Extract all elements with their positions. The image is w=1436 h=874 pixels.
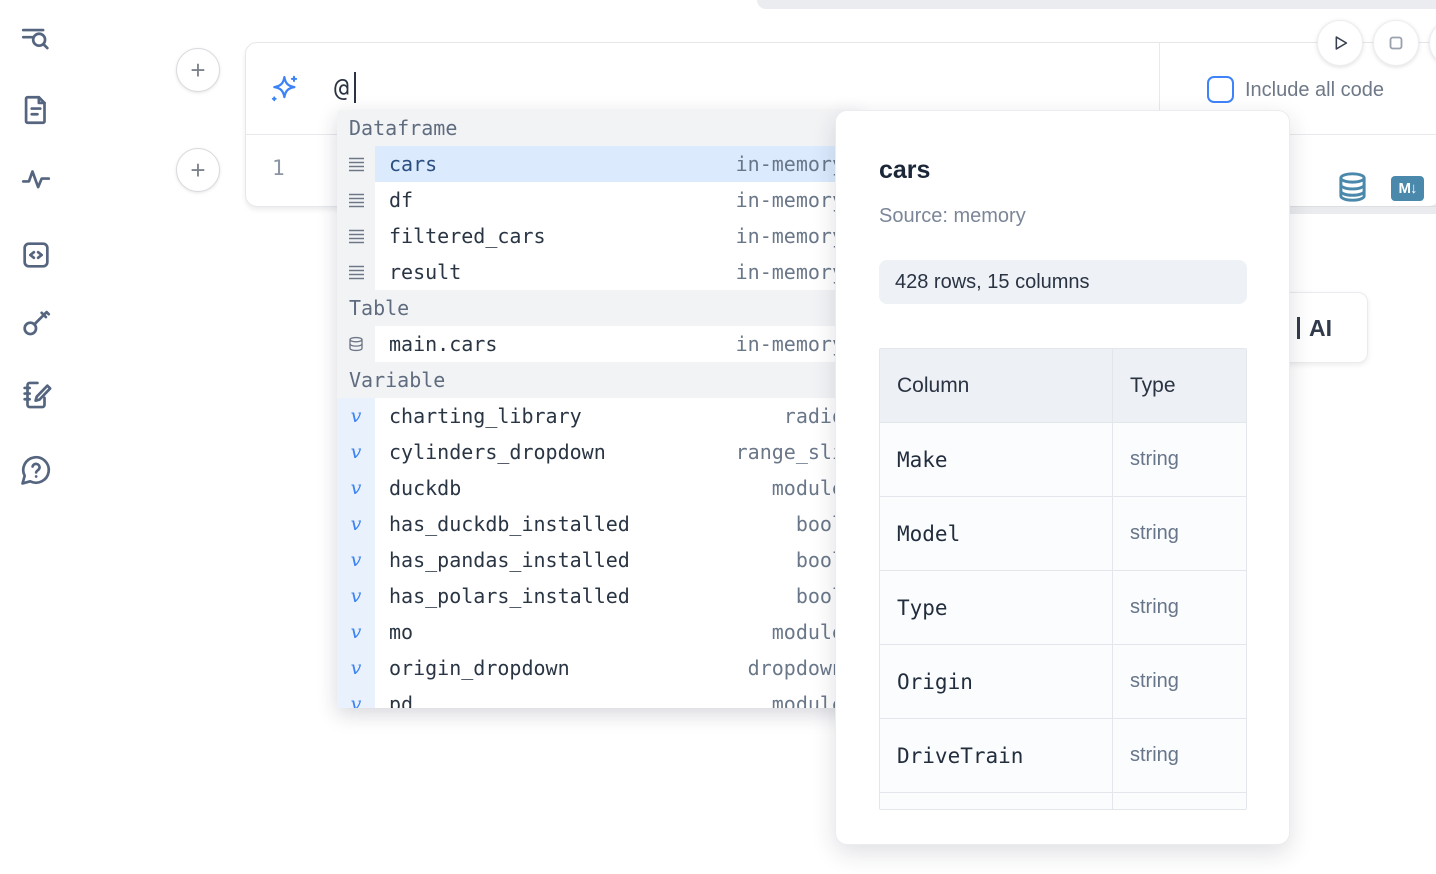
variable-icon: v [337,578,375,614]
activity-icon[interactable] [19,163,53,197]
table-row: Type string [880,571,1246,645]
document-icon[interactable] [19,93,53,127]
table-row: Origin string [880,645,1246,719]
autocomplete-item-origin-dropdown[interactable]: v origin_dropdown dropdown [337,650,860,686]
autocomplete-item-mo[interactable]: v mo module [337,614,860,650]
autocomplete-item-filtered-cars[interactable]: filtered_cars in-memory [337,218,860,254]
shape-badge: 428 rows, 15 columns [879,260,1247,304]
preview-source: Source: memory [879,205,1026,227]
schema-table: Column Type Make string Model string Typ… [879,348,1247,810]
clipped-letter [1297,317,1300,339]
autocomplete-dropdown: Dataframe cars in-memory df in-memory fi… [337,110,860,708]
rows-icon [337,254,375,290]
include-all-code-label: Include all code [1245,79,1384,101]
stop-button[interactable] [1373,20,1419,66]
play-icon [1335,36,1348,50]
markdown-export-icon[interactable]: M↓ [1391,176,1424,201]
autocomplete-item-cylinders-dropdown[interactable]: v cylinders_dropdown range_sli [337,434,860,470]
scratchpad-icon[interactable] [19,378,53,412]
rows-icon [337,146,375,182]
autocomplete-item-df[interactable]: df in-memory [337,182,860,218]
variable-icon: v [337,506,375,542]
rows-icon [337,218,375,254]
variable-icon: v [337,614,375,650]
autocomplete-item-pd[interactable]: v pd module [337,686,860,708]
line-number: 1 [272,156,285,180]
include-all-code-checkbox[interactable] [1207,76,1234,103]
autocomplete-item-has-duckdb-installed[interactable]: v has_duckdb_installed bool [337,506,860,542]
autocomplete-item-main-cars[interactable]: main.cars in-memory [337,326,860,362]
autocomplete-item-duckdb[interactable]: v duckdb module [337,470,860,506]
database-icon[interactable] [1337,171,1368,203]
previous-cell-edge [757,0,1436,9]
ai-prompt-input[interactable]: @ [334,73,350,102]
table-row-clipped [880,793,1246,809]
table-row: DriveTrain string [880,719,1246,793]
ai-sparkle-icon [271,75,298,102]
rows-icon [337,182,375,218]
variable-icon: v [337,542,375,578]
text-cursor [354,72,356,103]
database-small-icon [337,326,375,362]
autocomplete-item-cars[interactable]: cars in-memory [337,146,860,182]
preview-title: cars [879,156,931,184]
toc-search-icon[interactable] [19,23,53,57]
help-icon[interactable] [19,453,53,487]
code-snippets-icon[interactable] [19,238,53,272]
autocomplete-item-has-pandas-installed[interactable]: v has_pandas_installed bool [337,542,860,578]
variable-icon: v [337,398,375,434]
autocomplete-item-result[interactable]: result in-memory [337,254,860,290]
add-cell-button-bottom[interactable]: + [176,148,220,192]
variable-icon: v [337,470,375,506]
variable-icon: v [337,650,375,686]
schema-table-header: Column Type [880,349,1246,423]
cell-gap-band [1288,206,1436,214]
run-cell-button[interactable] [1317,20,1363,66]
variable-icon: v [337,686,375,708]
autocomplete-item-charting-library[interactable]: v charting_library radio [337,398,860,434]
stop-icon [1389,36,1403,50]
section-header-table: Table [337,290,860,326]
table-row: Model string [880,497,1246,571]
add-cell-button-top[interactable]: + [176,48,220,92]
section-header-dataframe: Dataframe [337,110,860,146]
section-header-variable: Variable [337,362,860,398]
autocomplete-item-has-polars-installed[interactable]: v has_polars_installed bool [337,578,860,614]
ai-button-label: AI [1309,315,1332,341]
variable-icon: v [337,434,375,470]
table-row: Make string [880,423,1246,497]
key-icon[interactable] [19,305,53,339]
dataframe-preview-panel: cars Source: memory 428 rows, 15 columns… [835,110,1290,845]
